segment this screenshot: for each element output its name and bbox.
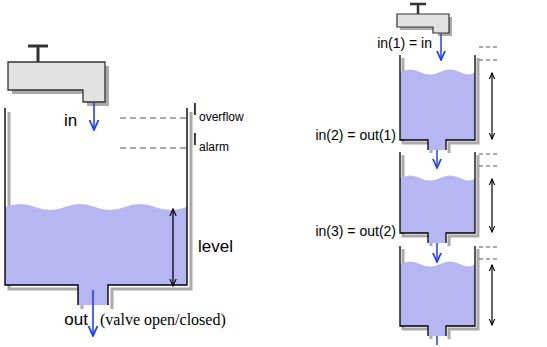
flow-arrow bbox=[436, 243, 438, 262]
level-label: level bbox=[198, 238, 233, 257]
level-subscript: overflow bbox=[199, 111, 244, 124]
level-subscript: alarm bbox=[199, 141, 229, 154]
flow-equation: in(2) = out(1) bbox=[315, 128, 396, 143]
alarm-level-line bbox=[120, 148, 186, 149]
inflow-arrow bbox=[93, 103, 95, 130]
valve-note: (valve open/closed) bbox=[100, 311, 226, 329]
flow-equation: in(1) = in bbox=[377, 36, 432, 51]
flow-equation: in(3) = out(2) bbox=[315, 224, 396, 239]
tank bbox=[400, 246, 500, 339]
overflow-level-line bbox=[120, 118, 186, 119]
flow-label: out bbox=[64, 311, 88, 330]
tank bbox=[400, 152, 500, 246]
outflow-arrow bbox=[92, 290, 94, 336]
faucet bbox=[8, 46, 109, 106]
level-arrow bbox=[172, 209, 173, 286]
faucet bbox=[397, 4, 452, 36]
tank bbox=[400, 47, 500, 153]
level-symbol: l bbox=[193, 131, 197, 150]
water bbox=[5, 204, 187, 305]
flow-arrow bbox=[436, 150, 438, 168]
flow-label: in bbox=[64, 112, 77, 131]
outflow-arrow bbox=[436, 336, 438, 345]
tank-wall bbox=[5, 108, 187, 305]
level-symbol: l bbox=[193, 101, 197, 120]
inflow-arrow bbox=[440, 34, 442, 60]
